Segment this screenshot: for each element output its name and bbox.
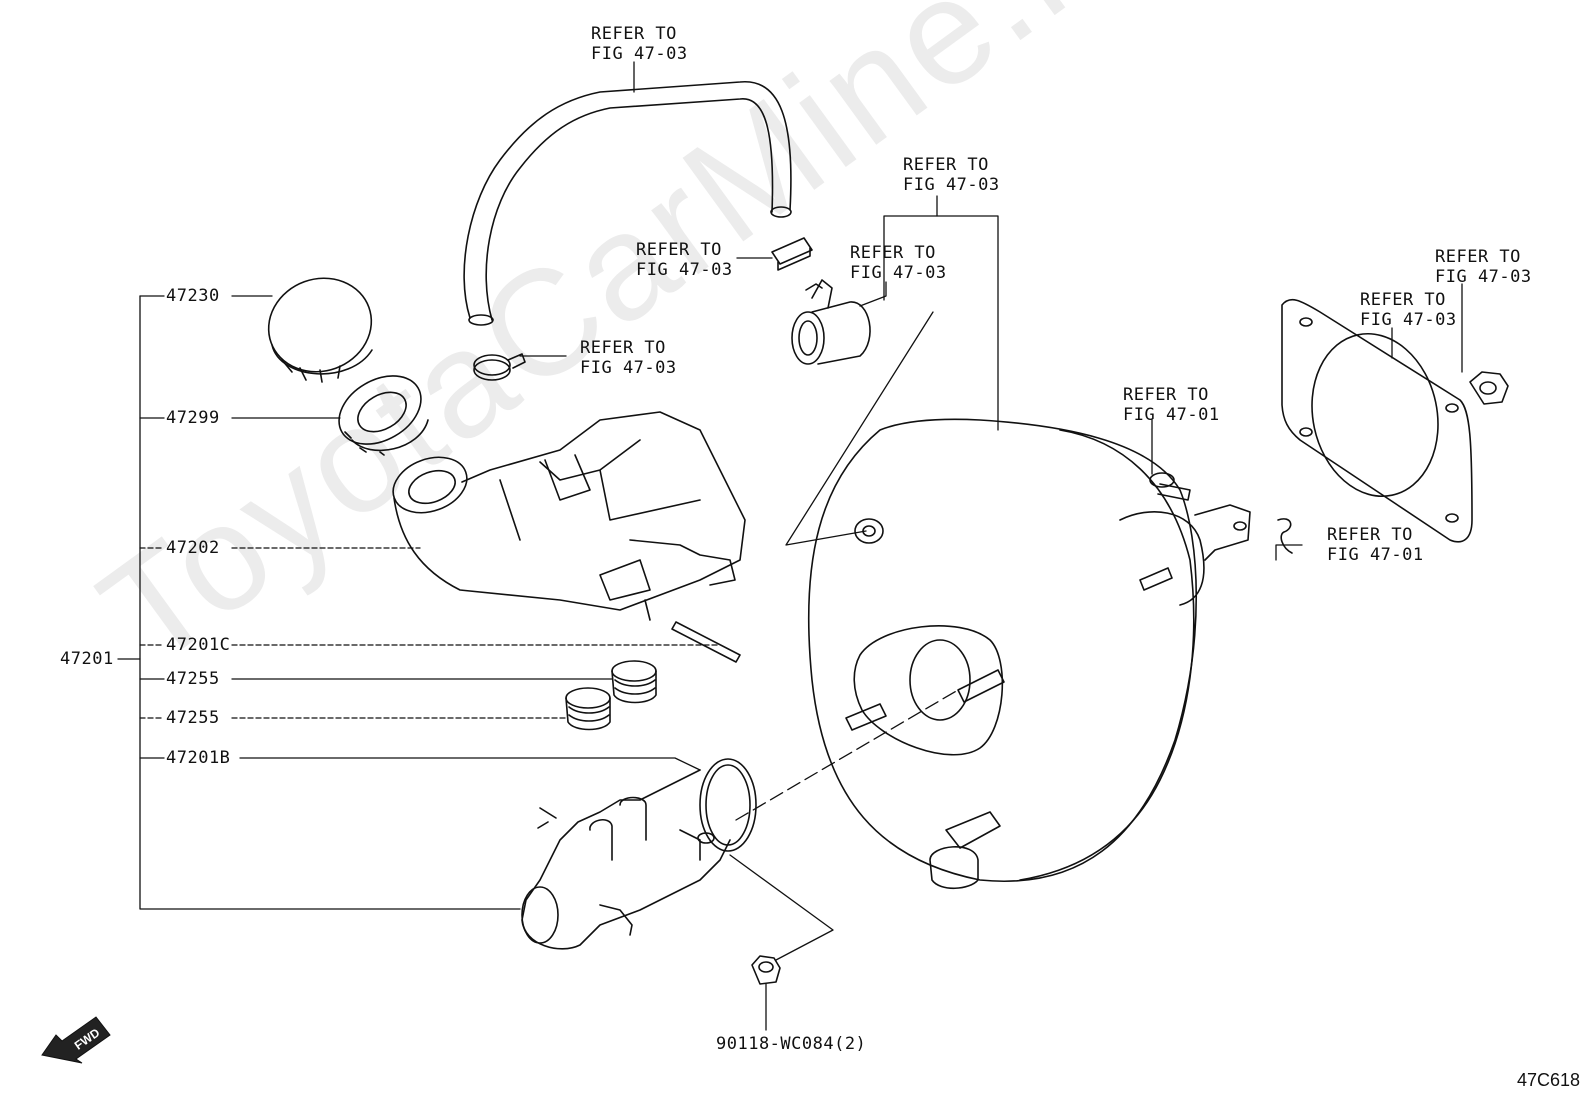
reservoir-pin[interactable] [671, 621, 741, 663]
flange-nut[interactable] [751, 955, 781, 985]
hose-clip[interactable] [771, 237, 813, 271]
ref-hose-clamp[interactable]: REFER TO FIG 47-03 [580, 338, 677, 378]
booster-nut[interactable] [1469, 371, 1509, 405]
brake-booster[interactable] [807, 418, 1251, 890]
leader-lines [117, 61, 1463, 1031]
ref-booster-top[interactable]: REFER TO FIG 47-03 [903, 155, 1000, 195]
part-label-47201[interactable]: 47201 [60, 649, 114, 669]
vacuum-hose[interactable] [463, 81, 792, 326]
clip-pin[interactable] [1277, 518, 1293, 554]
part-label-47255-upper[interactable]: 47255 [166, 669, 220, 689]
part-label-47255-lower[interactable]: 47255 [166, 708, 220, 728]
ref-gasket[interactable]: REFER TO FIG 47-03 [1360, 290, 1457, 330]
part-label-47201B[interactable]: 47201B [166, 748, 231, 768]
ref-hose-top[interactable]: REFER TO FIG 47-03 [591, 24, 688, 64]
part-label-47201C[interactable]: 47201C [166, 635, 231, 655]
ref-clip[interactable]: REFER TO FIG 47-03 [636, 240, 733, 280]
part-label-90118[interactable]: 90118-WC084(2) [716, 1034, 867, 1054]
ref-clevis-pin[interactable]: REFER TO FIG 47-01 [1123, 385, 1220, 425]
ref-gasket-nut[interactable]: REFER TO FIG 47-03 [1435, 247, 1532, 287]
brake-fluid-reservoir[interactable] [385, 411, 746, 621]
reservoir-strainer[interactable] [327, 362, 433, 458]
ref-clip-pin[interactable]: REFER TO FIG 47-01 [1327, 525, 1424, 565]
fwd-arrow-icon: FWD [41, 1016, 111, 1064]
part-label-47230[interactable]: 47230 [166, 286, 220, 306]
master-cylinder[interactable] [521, 758, 757, 950]
ref-check-valve[interactable]: REFER TO FIG 47-03 [850, 243, 947, 283]
hose-clamp[interactable] [473, 353, 526, 381]
part-label-47299[interactable]: 47299 [166, 408, 220, 428]
check-valve[interactable] [791, 279, 871, 365]
grommet-lower[interactable] [565, 687, 611, 731]
diagram-code: 47C618 [1516, 1070, 1580, 1090]
reservoir-cap[interactable] [255, 264, 384, 386]
grommet-upper[interactable] [611, 660, 657, 704]
part-label-47202[interactable]: 47202 [166, 538, 220, 558]
clevis-pin[interactable] [1149, 472, 1191, 501]
booster-gasket[interactable] [1281, 298, 1473, 543]
